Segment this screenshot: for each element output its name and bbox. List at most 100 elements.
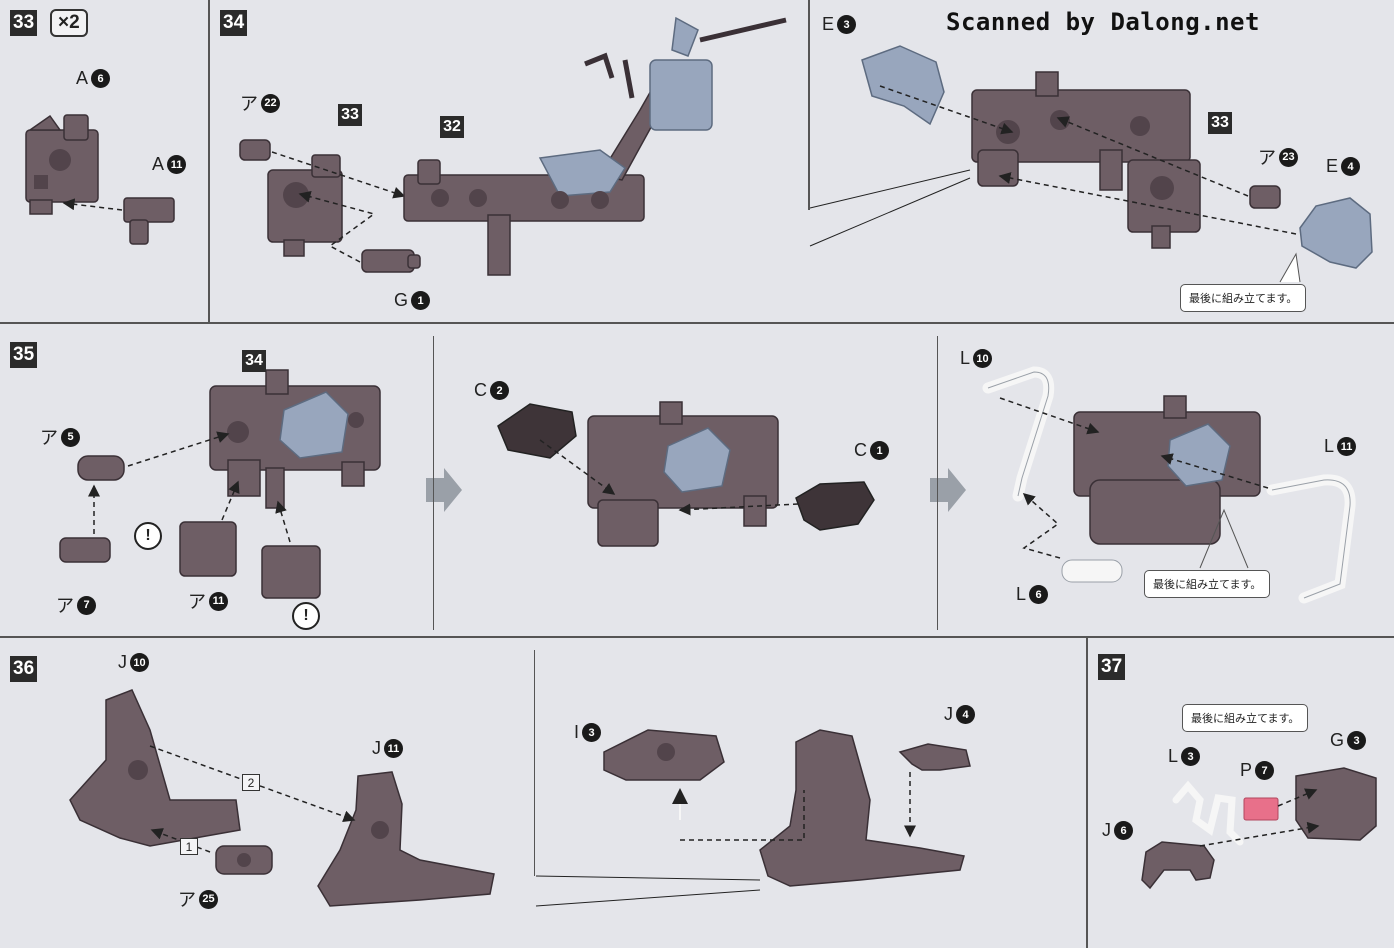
part-number: 11: [209, 591, 228, 611]
part-runner: ア: [40, 428, 58, 448]
scan-watermark: Scanned by Dalong.net: [946, 8, 1260, 36]
part-label: ア 5: [40, 424, 80, 450]
assembly-note: 最後に組み立てます。: [1144, 570, 1271, 598]
part-runner: J: [944, 704, 953, 724]
part-runner: A: [152, 154, 165, 174]
part-label: ア 7: [56, 592, 96, 618]
part-runner: G: [394, 290, 409, 310]
part-runner: ア: [1258, 148, 1276, 168]
part-number: 1: [870, 441, 889, 460]
part-runner: J: [118, 652, 127, 672]
part-label: L 6: [1016, 584, 1049, 605]
step35c-part-l11: [1266, 474, 1356, 604]
part-label: G 1: [394, 290, 431, 311]
part-label: E 4: [1326, 156, 1361, 177]
part-number: 23: [1279, 147, 1298, 167]
assembly-note: 最後に組み立てます。: [1182, 704, 1309, 732]
step34-part-33: [267, 154, 343, 257]
step35c-part-l10: [982, 366, 1055, 502]
part-runner: L: [1016, 584, 1027, 604]
part-runner: E: [1326, 156, 1339, 176]
part-runner: L: [1168, 746, 1179, 766]
part-runner: L: [1324, 436, 1335, 456]
divider: [808, 0, 810, 210]
part-runner: J: [372, 738, 381, 758]
caution-icon: !: [292, 602, 320, 630]
part-runner: I: [574, 722, 580, 742]
part-runner: ア: [178, 890, 196, 910]
order-marker: 2: [242, 774, 260, 791]
part-label: ア 22: [240, 90, 280, 116]
subassembly-ref: 34: [242, 350, 266, 372]
part-number: 11: [1337, 437, 1357, 456]
part-number: 2: [490, 381, 509, 400]
part-number: 11: [384, 739, 403, 758]
subassembly-ref: 33: [1208, 112, 1232, 134]
part-runner: ア: [56, 596, 74, 616]
part-number: 1: [411, 291, 431, 310]
step36-part-j11: [317, 771, 495, 907]
step34b-part-23: [1249, 185, 1281, 209]
step35-part-11a: [179, 521, 237, 577]
part-label: C 1: [854, 440, 889, 461]
step-number: 37: [1098, 654, 1126, 680]
part-number: 6: [1029, 585, 1049, 604]
step35b-part-c1: [795, 481, 875, 531]
part-number: 22: [261, 93, 280, 113]
part-number: 6: [1114, 821, 1133, 840]
assembly-note: 最後に組み立てます。: [1180, 284, 1307, 312]
part-label: ア 23: [1258, 144, 1298, 170]
part-runner: E: [822, 14, 835, 34]
part-label: E 3: [822, 14, 857, 35]
subassembly-ref: 33: [338, 104, 362, 126]
part-runner: ア: [188, 592, 206, 612]
step36b-part-j4: [898, 743, 971, 771]
step-number: 33: [10, 10, 38, 36]
step37-part-g3: [1295, 767, 1377, 841]
part-label: A 11: [152, 154, 187, 175]
part-label: J 6: [1102, 820, 1133, 841]
part-number: 25: [199, 889, 218, 909]
part-label: J 11: [372, 738, 403, 759]
divider: [208, 0, 210, 322]
step36b-body: [759, 729, 965, 887]
step34-part-g1: [361, 249, 421, 273]
step-number: 35: [10, 342, 38, 368]
part-label: ア 11: [188, 588, 228, 614]
part-runner: C: [854, 440, 867, 460]
step35c-part-l6: [1061, 559, 1123, 583]
step35c-body: [1073, 395, 1261, 545]
part-number: 3: [1181, 747, 1201, 766]
step34-part-22: [239, 139, 271, 161]
part-runner: G: [1330, 730, 1345, 750]
order-marker: 1: [180, 838, 198, 855]
part-label: J 4: [944, 704, 975, 725]
step33-part-a11: [123, 197, 175, 245]
step35-part-7: [59, 537, 111, 563]
step36-part-j10: [69, 689, 241, 847]
part-label: P 7: [1240, 760, 1275, 781]
part-number: 3: [1347, 731, 1367, 750]
divider: [0, 636, 1394, 638]
divider: [0, 322, 1394, 324]
part-number: 4: [1341, 157, 1361, 176]
part-number: 7: [77, 595, 96, 615]
step35b-part-c2: [497, 403, 577, 459]
step34b-part-e4: [1299, 197, 1373, 269]
step35-part-11b: [261, 545, 321, 599]
step37-part-p7: [1243, 797, 1279, 821]
part-runner: J: [1102, 820, 1111, 840]
divider: [534, 650, 535, 876]
step-number: 36: [10, 656, 38, 682]
next-arrow-1: [426, 468, 462, 512]
part-number: 7: [1255, 761, 1275, 780]
next-arrow-2: [930, 468, 966, 512]
part-label: A 6: [76, 68, 111, 89]
step34b-rifle: [971, 71, 1191, 191]
part-runner: C: [474, 380, 487, 400]
part-runner: A: [76, 68, 89, 88]
part-label: G 3: [1330, 730, 1367, 751]
part-number: 4: [956, 705, 975, 724]
divider: [433, 336, 434, 630]
